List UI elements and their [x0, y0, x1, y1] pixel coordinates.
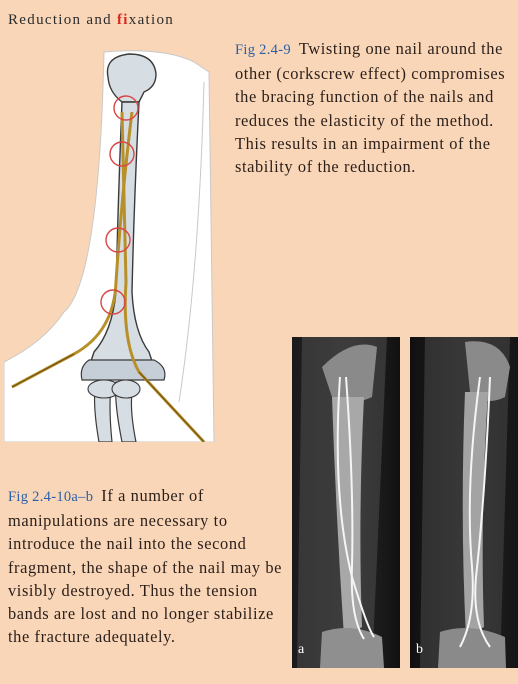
- humerus-head: [106, 53, 157, 103]
- arm-silhouette: [4, 50, 215, 442]
- elastic-nail-2: [120, 111, 206, 442]
- xray-label-a: a: [298, 642, 305, 657]
- bone-nail-illustration: [4, 50, 215, 442]
- figure-text: If a number of manipulations are necessa…: [8, 486, 283, 647]
- header-highlight: fi: [117, 12, 129, 28]
- twist-marker: [109, 141, 135, 167]
- twist-marker: [113, 95, 139, 121]
- xray-image-b: b: [410, 337, 518, 668]
- humerus-condyles: [80, 359, 166, 381]
- xray-label-b: b: [416, 642, 423, 657]
- twist-marker: [100, 289, 126, 315]
- figure-text: Twisting one nail around the other (cork…: [235, 39, 506, 177]
- elastic-nail-1: [11, 111, 134, 389]
- twist-marker: [105, 227, 131, 253]
- xray-image-a: a: [292, 337, 400, 668]
- figure-label: Fig 2.4-9: [235, 42, 291, 58]
- section-header: Reduction and fixation: [8, 12, 175, 28]
- figure-label: Fig 2.4-10a–b: [8, 489, 94, 505]
